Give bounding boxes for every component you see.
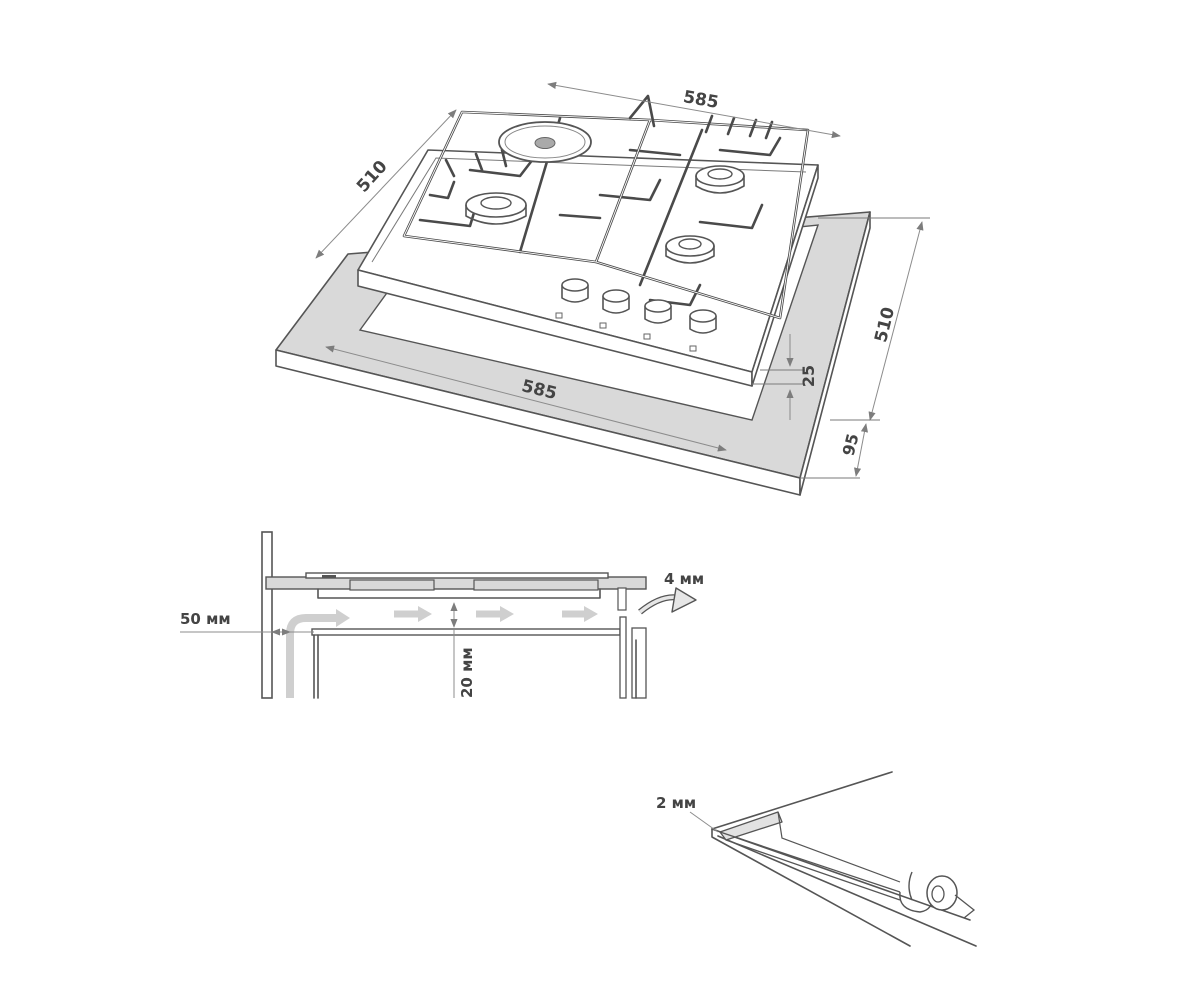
ventilation-section-view: 50 мм 20 мм 4 мм [180, 531, 704, 699]
electric-hotplate [498, 121, 592, 163]
knob-3 [643, 299, 672, 340]
knob-4 [689, 309, 717, 352]
hob-depth-label: 510 [353, 157, 392, 197]
panel-thickness-label: 25 [799, 365, 818, 387]
knob-1 [555, 278, 589, 319]
gas-burner-rear-right [695, 165, 745, 194]
control-knobs [555, 278, 717, 352]
tape-roll [899, 871, 976, 919]
wall [261, 531, 273, 699]
cutout-depth-label: 510 [871, 305, 899, 344]
side-gap-label: 4 мм [664, 570, 704, 588]
cabinet-top-panel [311, 628, 621, 636]
seal-thickness-label: 2 мм [656, 794, 696, 812]
gas-burner-front-left [465, 192, 527, 225]
gas-burner-front-right [665, 235, 715, 264]
edge-gap-label: 95 [839, 432, 863, 458]
dimension-lines [315, 81, 930, 479]
seal-tape-detail: 2 мм [656, 771, 977, 947]
hob-isometric-view: 585 510 585 510 25 95 [275, 81, 930, 496]
knob-2 [599, 289, 630, 329]
air-gap-label: 20 мм [458, 647, 476, 698]
wall-gap-label: 50 мм [180, 610, 231, 628]
